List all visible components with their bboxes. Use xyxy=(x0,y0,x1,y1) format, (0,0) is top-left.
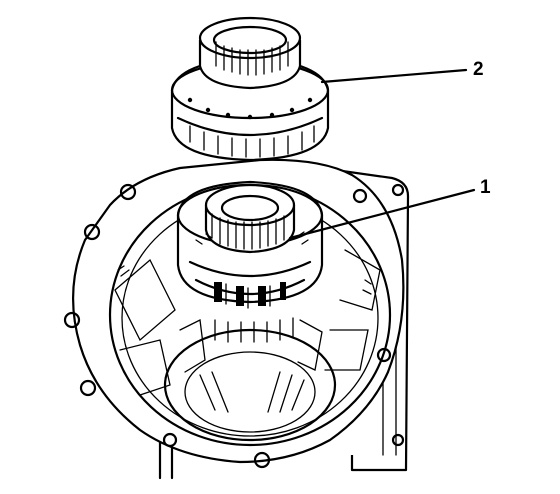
part-1-drum-assembly xyxy=(176,180,324,309)
callout-label-1: 1 xyxy=(480,177,491,198)
leader-line-1 xyxy=(288,188,476,240)
leader-line-2 xyxy=(320,68,468,84)
callout-label-2: 2 xyxy=(473,59,484,80)
part-2-ring-gear-hub xyxy=(170,16,330,162)
